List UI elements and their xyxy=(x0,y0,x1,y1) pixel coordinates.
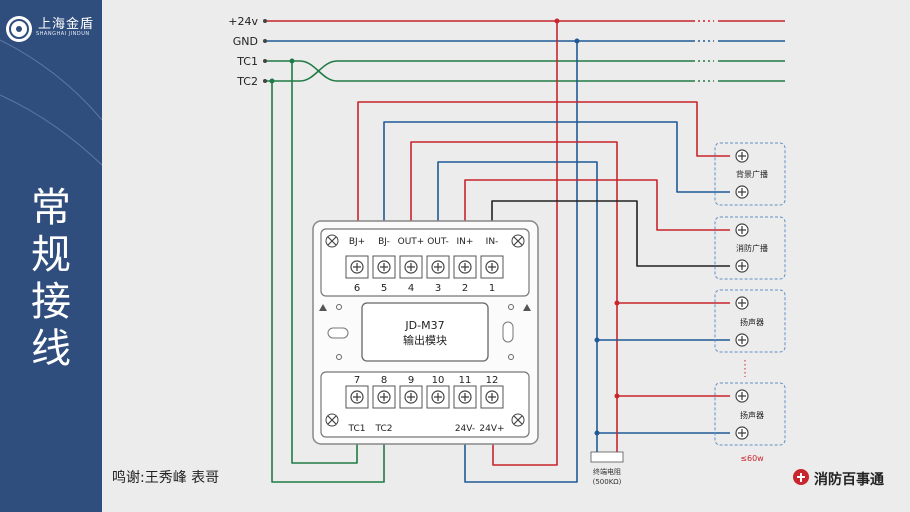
bus-terminal-dots xyxy=(263,19,267,83)
wire-tc1 xyxy=(291,61,358,464)
resistor-name: 终端电阻 xyxy=(593,467,621,476)
brand-logo-icon xyxy=(793,469,809,485)
label-fire-broadcast: 消防广播 xyxy=(736,243,768,253)
wires xyxy=(271,21,730,483)
wire-24v-minus xyxy=(464,41,578,483)
terminal-screw-icon xyxy=(431,260,445,274)
terminal-number-top: 5 xyxy=(381,283,387,294)
title-char-3: 接 xyxy=(31,279,71,325)
terminal-screw-icon xyxy=(350,390,364,404)
title-char-1: 常 xyxy=(31,185,71,231)
terminal-screw-icon xyxy=(458,390,472,404)
device-terminal-screw-icon xyxy=(735,389,749,403)
terminal-label-bottom: TC1 xyxy=(348,424,366,434)
wire-24v-plus xyxy=(492,21,558,466)
logo-subtitle: SHANGHAI JINDUN xyxy=(36,31,90,37)
device-terminal-screw-icon xyxy=(735,185,749,199)
label-speaker-1: 扬声器 xyxy=(740,317,764,327)
terminal-number-bottom: 11 xyxy=(459,375,472,386)
terminal-screw-icon xyxy=(458,260,472,274)
logo-name: 上海金盾 xyxy=(38,17,95,32)
device-speaker-1 xyxy=(714,289,786,353)
terminal-number-top: 6 xyxy=(354,283,360,294)
terminal-number-top: 4 xyxy=(408,283,414,294)
terminal-number-bottom: 7 xyxy=(354,375,360,386)
wire-in-minus xyxy=(491,200,730,267)
device-terminal-screw-icon xyxy=(735,296,749,310)
terminal-label-top: OUT+ xyxy=(398,237,425,247)
wire-bj-plus xyxy=(357,101,730,230)
bus-label-gnd: GND xyxy=(233,35,258,48)
terminal-number-bottom: 9 xyxy=(408,375,414,386)
terminal-screw-icon xyxy=(350,260,364,274)
title-char-4: 线 xyxy=(31,326,71,372)
terminal-number-bottom: 8 xyxy=(381,375,387,386)
device-terminal-screw-icon xyxy=(735,333,749,347)
wire-bj-minus xyxy=(383,121,730,230)
device-terminal-screw-icon xyxy=(735,223,749,237)
wire-out-plus xyxy=(410,141,618,430)
terminal-number-top: 2 xyxy=(462,283,468,294)
terminal-label-bottom: 24V+ xyxy=(479,424,504,434)
label-speaker-2: 扬声器 xyxy=(740,410,764,420)
terminal-label-top: IN- xyxy=(486,237,499,247)
title-char-2: 规 xyxy=(31,232,71,278)
bus-tc2-path xyxy=(265,60,695,82)
brand-name: 消防百事通 xyxy=(814,472,884,488)
devices: 背景广播 消防广播 扬声器 扬声器 ≤60w xyxy=(714,142,786,463)
terminal-number-bottom: 12 xyxy=(486,375,499,386)
bus-label-tc2: TC2 xyxy=(236,75,258,88)
terminal-screw-icon xyxy=(431,390,445,404)
terminal-label-top: BJ- xyxy=(378,237,390,247)
device-terminal-screw-icon xyxy=(735,259,749,273)
top-terminal-block xyxy=(320,228,530,297)
label-background-broadcast: 背景广播 xyxy=(736,169,768,179)
terminal-screw-icon xyxy=(377,390,391,404)
terminal-number-bottom: 10 xyxy=(432,375,445,386)
terminal-label-top: IN+ xyxy=(457,237,474,247)
device-fire-broadcast xyxy=(714,216,786,280)
module-name: 输出模块 xyxy=(403,333,447,347)
terminal-label-bottom: TC2 xyxy=(375,424,393,434)
device-speaker-2 xyxy=(714,382,786,446)
terminal-label-top: OUT- xyxy=(427,237,449,247)
bus-lines xyxy=(265,20,785,82)
terminal-screw-icon xyxy=(404,390,418,404)
bus-tc1-path xyxy=(265,60,695,82)
bus-label-tc1: TC1 xyxy=(236,55,258,68)
device-background-broadcast xyxy=(714,142,786,206)
resistor-value: (500KΩ) xyxy=(593,478,622,486)
device-terminal-screw-icon xyxy=(735,426,749,440)
credit-text: 鸣谢:王秀峰 表哥 xyxy=(112,470,220,486)
wire-tc2 xyxy=(271,81,385,483)
output-module: JD-M37 输出模块 BJ+ 6 7 BJ- 5 8 OUT+ 4 9 OUT- 3 10 IN+ 2 1… xyxy=(312,220,539,445)
terminal-screw-icon xyxy=(485,390,499,404)
terminal-label-top: BJ+ xyxy=(349,237,365,247)
module-model: JD-M37 xyxy=(404,319,444,332)
terminal-resistor-icon xyxy=(590,451,624,463)
label-power-limit: ≤60w xyxy=(740,454,764,463)
wire-in-plus xyxy=(464,179,730,231)
terminal-screw-icon xyxy=(377,260,391,274)
terminal-screw-icon xyxy=(485,260,499,274)
terminal-number-top: 1 xyxy=(489,283,495,294)
sidebar: 上海金盾 SHANGHAI JINDUN 常 规 接 线 xyxy=(0,0,102,512)
terminal-number-top: 3 xyxy=(435,283,441,294)
terminal-screw-icon xyxy=(404,260,418,274)
module-label-plate xyxy=(361,302,489,362)
terminal-label-bottom: 24V- xyxy=(455,424,475,434)
sidebar-decoration xyxy=(0,16,102,166)
bus-label-24v: +24v xyxy=(228,15,258,28)
wire-out-minus xyxy=(437,161,598,430)
junction-dots xyxy=(554,18,620,399)
device-terminal-screw-icon xyxy=(735,149,749,163)
